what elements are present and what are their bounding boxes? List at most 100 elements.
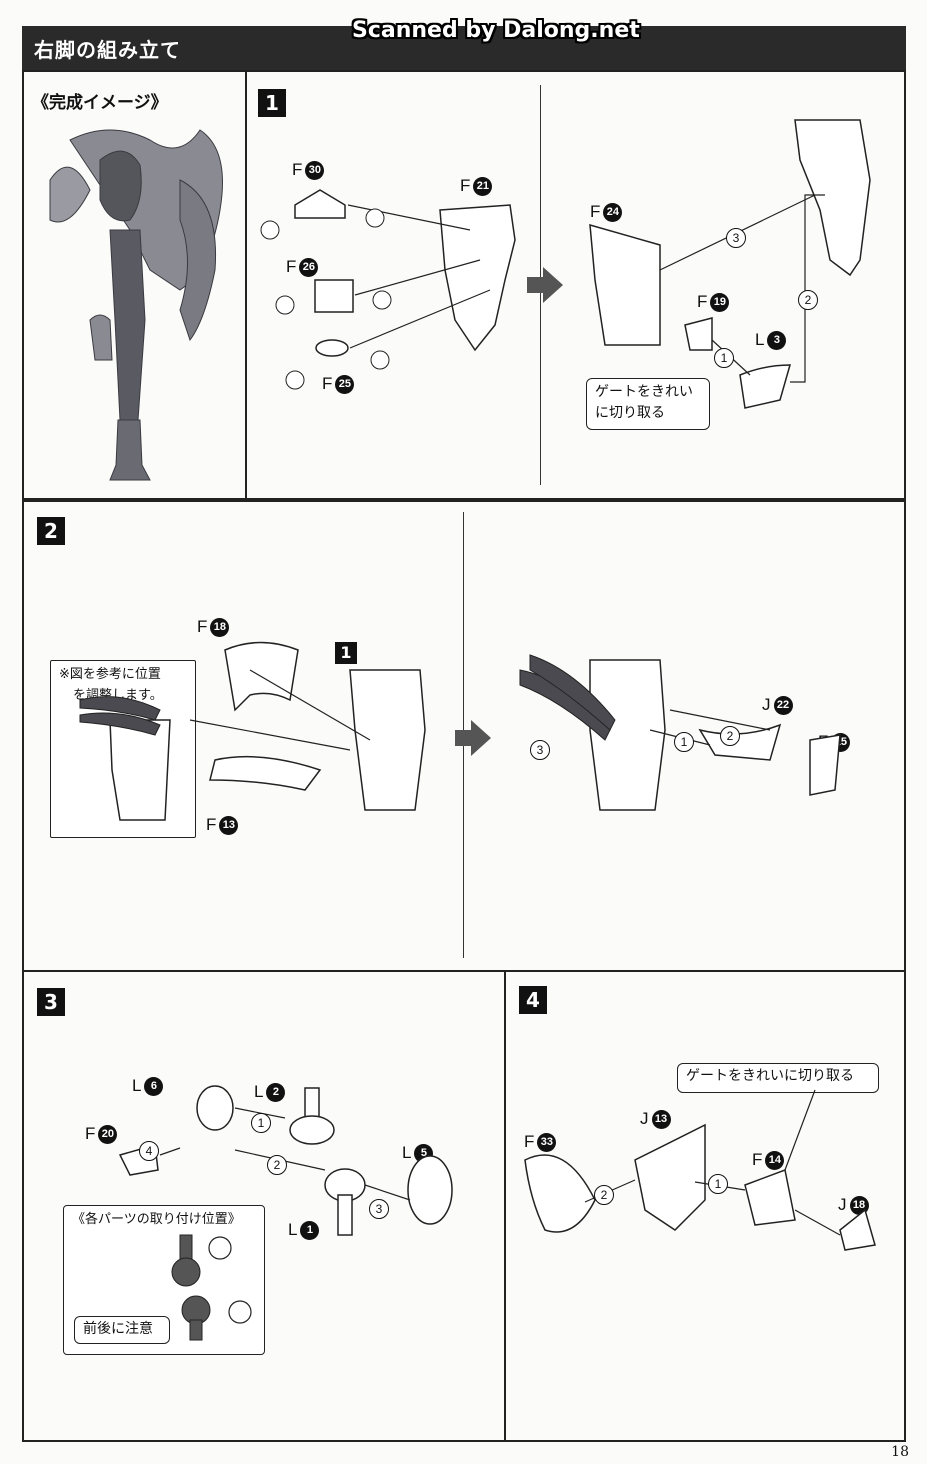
- part-number: 1: [300, 1220, 320, 1240]
- preview-divider: [245, 70, 247, 500]
- substep-1: 1: [674, 732, 694, 752]
- step-2-badge: 2: [37, 517, 65, 545]
- leader-line: [354, 259, 481, 296]
- part-f33-shape: [524, 1154, 596, 1233]
- part-number: 13: [651, 1109, 671, 1129]
- runner-letter: L: [288, 1220, 298, 1239]
- part-number: 14: [765, 1150, 785, 1170]
- part-number: 30: [305, 160, 325, 180]
- runner-letter: F: [322, 374, 333, 393]
- scan-watermark: Scanned by Dalong.net: [352, 18, 640, 43]
- step4-panel: [504, 970, 906, 1442]
- preview-label: 《完成イメージ》: [32, 93, 168, 113]
- substep-2: 2: [720, 726, 740, 746]
- part-number: 21: [473, 176, 493, 196]
- substep-1: 1: [251, 1113, 271, 1133]
- part-f14-shape: [744, 1168, 796, 1226]
- runner-letter: F: [286, 257, 297, 276]
- part-label-f24: F 24: [590, 202, 623, 222]
- runner-letter: L: [254, 1082, 264, 1101]
- part-f21-shape: [439, 204, 516, 352]
- runner-letter: F: [206, 815, 217, 834]
- runner-letter: F: [697, 292, 708, 311]
- part-f25-shape: [315, 339, 349, 357]
- part-number: 26: [299, 257, 319, 277]
- part-label-f20: F 20: [85, 1124, 118, 1144]
- step-1-badge: 1: [258, 89, 286, 117]
- inset-leg-shape: [109, 719, 171, 821]
- substep-3: 3: [530, 740, 550, 760]
- next-arrow-icon: [471, 720, 491, 756]
- part-number: 3: [767, 330, 787, 350]
- step3-diagram: [118, 1085, 453, 1236]
- gate-trim-note: ゲートをきれいに切り取る: [677, 1063, 879, 1093]
- part-number: 18: [849, 1195, 869, 1215]
- result-leg-shape: [589, 659, 666, 811]
- part-l3-shape: [739, 364, 791, 409]
- part-l2-shaft: [304, 1087, 320, 1119]
- part-number: 13: [219, 815, 239, 835]
- step-4-badge: 4: [519, 986, 547, 1014]
- part-number: 22: [773, 695, 793, 715]
- inset-title: 《各パーツの取り付け位置》: [72, 1212, 241, 1227]
- step2-diagram: [79, 641, 841, 821]
- part-j13-shape: [634, 1123, 706, 1231]
- part-label-f25: F 25: [322, 374, 355, 394]
- substep-4: 4: [139, 1141, 159, 1161]
- leader-line: [349, 289, 491, 349]
- next-arrow-stem: [455, 730, 471, 746]
- part-l6-shape: [196, 1085, 234, 1131]
- substep-2: 2: [798, 290, 818, 310]
- step1-diagram: [260, 119, 871, 409]
- section-header-bar: [22, 26, 906, 70]
- part-j22-shape: [698, 723, 782, 761]
- part-label-f13: F 13: [206, 815, 239, 835]
- part-label-j13: J 13: [640, 1109, 671, 1129]
- runner-letter: F: [85, 1124, 96, 1143]
- part-number: 18: [210, 617, 230, 637]
- part-leg-shape: [349, 669, 426, 811]
- part-label-f21: F 21: [460, 176, 493, 196]
- runner-letter: L: [755, 330, 765, 349]
- top-panel: [22, 70, 906, 500]
- part-assembled-shape: [794, 119, 871, 277]
- substep-1: 1: [714, 348, 734, 368]
- part-number: 6: [144, 1076, 164, 1096]
- runner-letter: F: [524, 1132, 535, 1151]
- runner-letter: L: [132, 1076, 142, 1095]
- part-f24-shape: [589, 223, 661, 346]
- part-label-f33: F 33: [524, 1132, 557, 1152]
- substep-2: 2: [594, 1185, 614, 1205]
- part-number: 2: [266, 1082, 286, 1102]
- part-number: 19: [710, 292, 730, 312]
- part-l1-stem: [337, 1194, 353, 1236]
- part-label-f18: F 18: [197, 617, 230, 637]
- part-number: 33: [537, 1132, 557, 1152]
- part-label-j22: J 22: [762, 695, 793, 715]
- part-number: 20: [98, 1124, 118, 1144]
- runner-letter: F: [197, 617, 208, 636]
- completed-figure-image: [49, 129, 223, 481]
- part-label-j18: J 18: [838, 1195, 869, 1215]
- part-label-l2: L 2: [254, 1082, 286, 1102]
- part-f30-shape: [294, 189, 346, 219]
- runner-letter: J: [762, 695, 771, 714]
- part-l5-shape: [407, 1155, 453, 1225]
- part-label-f30: F 30: [292, 160, 325, 180]
- runner-letter: F: [292, 160, 303, 179]
- part-number: 25: [335, 374, 355, 394]
- part-f26-shape: [314, 279, 354, 313]
- substep-3: 3: [726, 228, 746, 248]
- part-label-l3: L 3: [755, 330, 787, 350]
- section-title: 右脚の組み立て: [34, 38, 181, 62]
- next-arrow-icon: [543, 267, 563, 303]
- inset-diagram: [171, 1234, 252, 1341]
- step-3-badge: 3: [37, 988, 65, 1016]
- part-f19-shape: [684, 317, 713, 351]
- part-j18-shape: [839, 1208, 876, 1251]
- runner-letter: J: [838, 1195, 847, 1214]
- runner-letter: F: [752, 1150, 763, 1169]
- part-label-l6: L 6: [132, 1076, 164, 1096]
- step4-diagram: [524, 1089, 876, 1251]
- part-l2-ring: [289, 1115, 335, 1145]
